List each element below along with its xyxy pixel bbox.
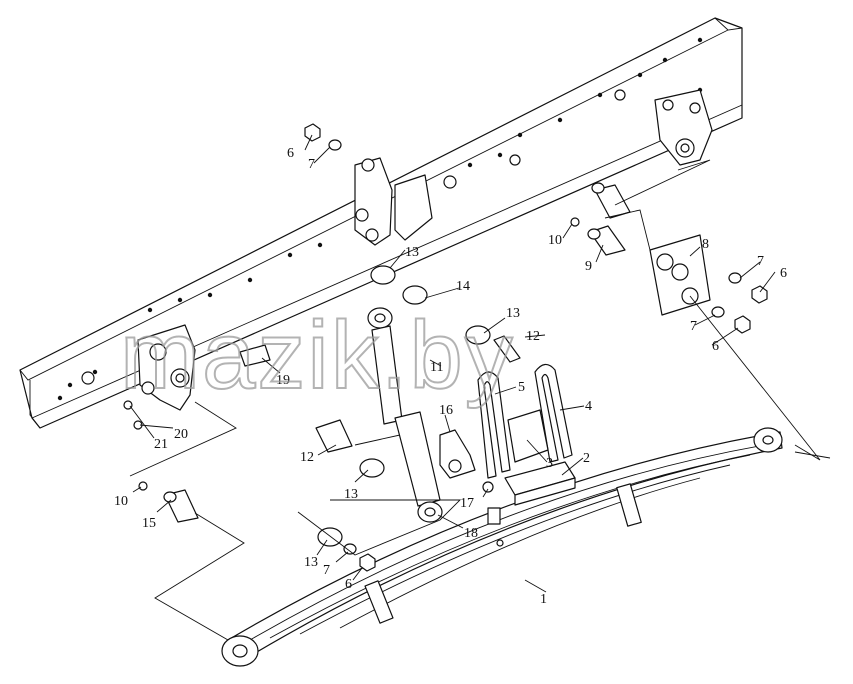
callout-7-top: 7 <box>308 157 315 172</box>
callout-7-bottom: 7 <box>323 563 330 578</box>
callout-9: 9 <box>585 259 592 274</box>
watermark: mazik.by <box>120 302 515 409</box>
callout-16: 16 <box>439 403 453 418</box>
callout-4: 4 <box>585 399 592 414</box>
callout-19: 19 <box>276 373 290 388</box>
rear-spring-bracket <box>654 89 713 166</box>
callout-3: 3 <box>546 456 553 471</box>
lower-shock-bracket <box>439 429 476 479</box>
callout-1: 1 <box>540 592 547 607</box>
callout-17: 17 <box>460 496 474 511</box>
callout-18: 18 <box>464 526 478 541</box>
callout-13-right: 13 <box>506 306 520 321</box>
fasteners <box>123 123 768 572</box>
callout-6-right-lower: 6 <box>712 339 719 354</box>
callout-14: 14 <box>456 279 470 294</box>
callout-12-left: 12 <box>300 450 314 465</box>
callout-15: 15 <box>142 516 156 531</box>
shock-upper-bracket <box>354 157 433 246</box>
callout-20: 20 <box>174 427 188 442</box>
front-spring-bracket <box>137 324 196 411</box>
leaf-spring <box>221 427 783 667</box>
callout-2: 2 <box>583 451 590 466</box>
callout-6-top: 6 <box>287 146 294 161</box>
callout-12-right: 12 <box>526 329 540 344</box>
callout-6-bottom: 6 <box>345 577 352 592</box>
frame-rail-holes <box>57 37 703 401</box>
callout-13-bottom: 13 <box>304 555 318 570</box>
shock-absorber <box>367 307 443 523</box>
spring-shackle <box>649 234 711 316</box>
callout-6-right: 6 <box>780 266 787 281</box>
callout-13-top: 13 <box>405 245 419 260</box>
callout-labels: 1 2 3 4 5 6 6 6 6 7 7 7 7 8 9 10 10 11 1… <box>114 146 787 607</box>
leader-lines <box>129 134 831 641</box>
callout-7-right-lower: 7 <box>690 319 697 334</box>
callout-10-left: 10 <box>114 494 128 509</box>
spacer-and-saddle <box>504 409 576 506</box>
callout-13-mid: 13 <box>344 487 358 502</box>
u-bolts <box>477 363 573 479</box>
callout-11: 11 <box>430 360 443 375</box>
callout-10-right: 10 <box>548 233 562 248</box>
callout-21: 21 <box>154 437 168 452</box>
callout-8: 8 <box>702 237 709 252</box>
callout-5: 5 <box>518 380 525 395</box>
callout-7-right: 7 <box>757 254 764 269</box>
